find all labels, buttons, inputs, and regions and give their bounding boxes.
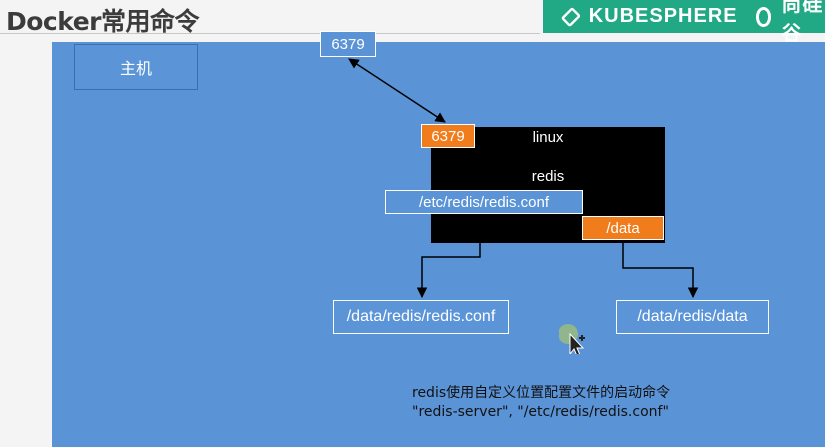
container-os-label: linux: [532, 128, 564, 146]
caption-line-1: redis使用自定义位置配置文件的启动命令: [412, 385, 671, 401]
host-conf-path: /data/redis/redis.conf: [333, 300, 509, 334]
host-label: 主机: [74, 44, 198, 90]
container-port-box: 6379: [421, 124, 475, 148]
caption-text: redis使用自定义位置配置文件的启动命令 "redis-server", "/…: [412, 384, 670, 422]
host-port-box: 6379: [320, 31, 376, 57]
brand-secondary: 尚硅谷: [781, 0, 824, 45]
mouse-cursor-icon: [558, 324, 589, 357]
brand-banner: KUBESPHERE 尚硅谷: [543, 0, 825, 45]
host-data-path: /data/redis/data: [616, 300, 769, 334]
page-title: Docker常用命令: [6, 7, 200, 36]
atguigu-logo-icon: [755, 6, 772, 27]
kubesphere-logo-icon: [560, 6, 581, 27]
container-data-path: /data: [582, 216, 664, 240]
container-app-label: redis: [531, 167, 565, 185]
brand-name: KUBESPHERE: [588, 5, 738, 27]
caption-line-2: "redis-server", "/etc/redis/redis.conf": [412, 404, 669, 420]
title-divider: [0, 33, 540, 34]
container-conf-path: /etc/redis/redis.conf: [385, 190, 583, 214]
